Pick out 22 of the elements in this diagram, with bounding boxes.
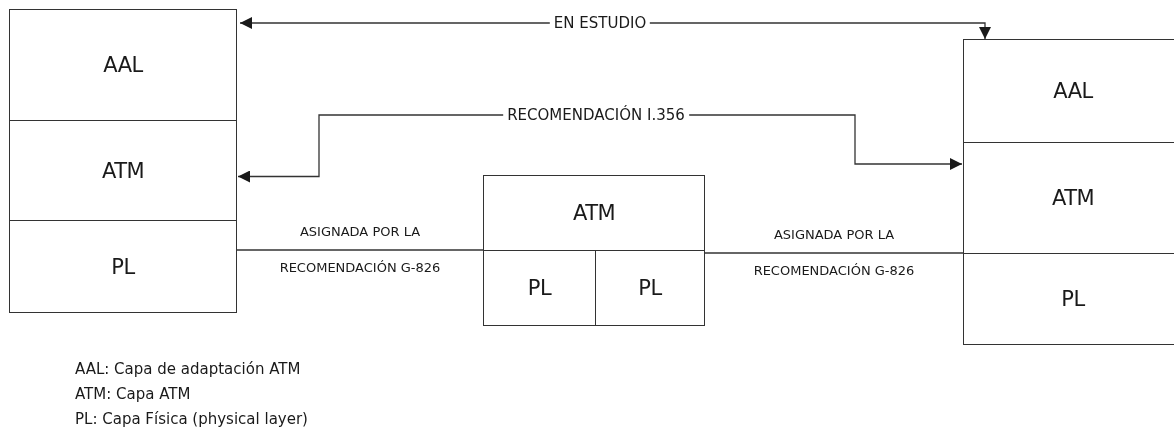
layer-box (9, 9, 237, 121)
legend-note: PL: Capa Física (physical layer) (75, 410, 308, 428)
layer-box (9, 220, 237, 313)
edge-label: ASIGNADA POR LA RECOMENDACIÓN G-826 (278, 223, 442, 277)
layer-name: ATM (572, 201, 616, 225)
legend-note: ATM: Capa ATM (75, 385, 191, 403)
layer-name: AAL (103, 53, 143, 77)
layer-name: ATM (101, 158, 145, 183)
legend-note: AAL: Capa de adaptación ATM (75, 360, 301, 378)
layer-box (483, 175, 705, 251)
layer-name: PL (527, 276, 552, 300)
layer-name: AAL (1053, 79, 1093, 103)
layer-box (963, 39, 1174, 143)
layer-name: PL (638, 276, 662, 300)
layer-name: PL (1061, 287, 1085, 311)
layer-name: ATM (1051, 186, 1095, 210)
edge-label: ASIGNADA POR LA RECOMENDACIÓN G-826 (752, 226, 916, 280)
layer-name: PL (111, 254, 135, 279)
layer-box (595, 250, 705, 326)
layer-box (9, 120, 237, 221)
layer-box (483, 250, 596, 326)
layer-box (963, 253, 1174, 345)
